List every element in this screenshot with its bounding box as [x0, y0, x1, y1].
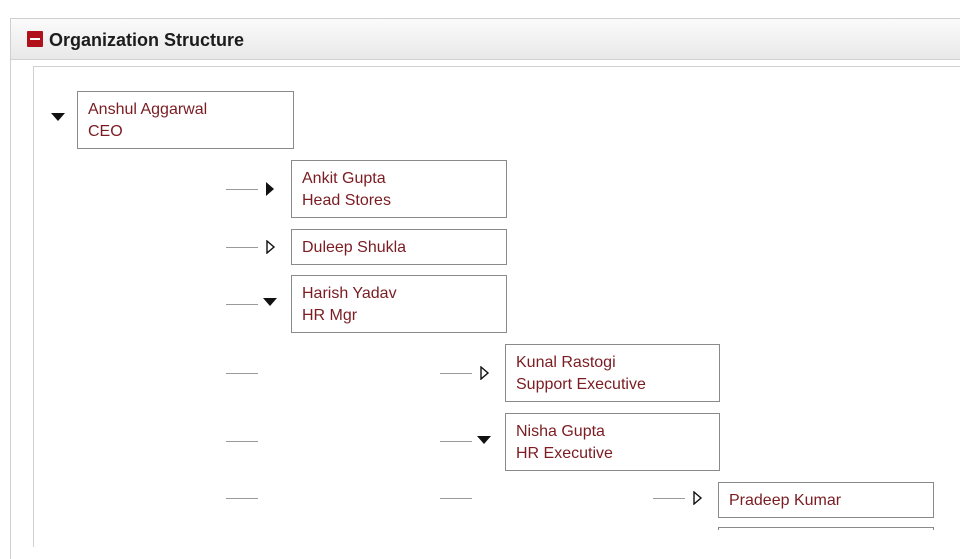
org-node-pradeep-kumar[interactable]: Pradeep Kumar — [718, 482, 934, 518]
expand-right-outline-arrow-icon[interactable] — [480, 366, 492, 380]
org-tree — [33, 66, 960, 547]
tree-connector — [226, 373, 258, 374]
tree-connector — [226, 441, 258, 442]
org-node-partial — [718, 527, 934, 530]
expand-down-arrow-icon[interactable] — [263, 298, 277, 310]
node-title: HR Mgr — [302, 307, 358, 324]
minus-square-icon[interactable] — [27, 31, 43, 47]
node-name: Duleep Shukla — [302, 239, 407, 256]
tree-connector — [653, 498, 685, 499]
expand-right-outline-arrow-icon[interactable] — [693, 491, 705, 505]
expand-down-arrow-icon[interactable] — [477, 436, 491, 448]
tree-connector — [440, 373, 472, 374]
tree-connector — [226, 189, 258, 190]
tree-connector — [226, 247, 258, 248]
node-title: Head Stores — [302, 192, 391, 209]
node-name: Pradeep Kumar — [729, 492, 842, 509]
expand-down-arrow-icon[interactable] — [51, 113, 65, 125]
node-name: Ankit Gupta — [302, 170, 386, 187]
panel-title: Organization Structure — [49, 30, 245, 50]
tree-connector — [440, 441, 472, 442]
panel-header: Organization Structure — [11, 19, 960, 60]
node-name: Nisha Gupta — [516, 423, 605, 440]
expand-right-filled-arrow-icon[interactable] — [266, 182, 278, 196]
org-node-duleep-shukla[interactable]: Duleep Shukla — [291, 229, 507, 265]
node-name: Anshul Aggarwal — [88, 101, 208, 118]
node-title: CEO — [88, 123, 123, 140]
org-node-harish-yadav[interactable]: Harish Yadav HR Mgr — [291, 275, 507, 333]
tree-connector — [226, 498, 258, 499]
tree-connector — [440, 498, 472, 499]
node-name: Kunal Rastogi — [516, 354, 616, 371]
org-node-kunal-rastogi[interactable]: Kunal Rastogi Support Executive — [505, 344, 720, 402]
node-title: HR Executive — [516, 445, 613, 462]
expand-right-outline-arrow-icon[interactable] — [266, 240, 278, 254]
org-node-ankit-gupta[interactable]: Ankit Gupta Head Stores — [291, 160, 507, 218]
tree-connector — [226, 304, 258, 305]
node-name: Harish Yadav — [302, 285, 397, 302]
org-node-nisha-gupta[interactable]: Nisha Gupta HR Executive — [505, 413, 720, 471]
org-node-root[interactable]: Anshul Aggarwal CEO — [77, 91, 294, 149]
node-title: Support Executive — [516, 376, 646, 393]
